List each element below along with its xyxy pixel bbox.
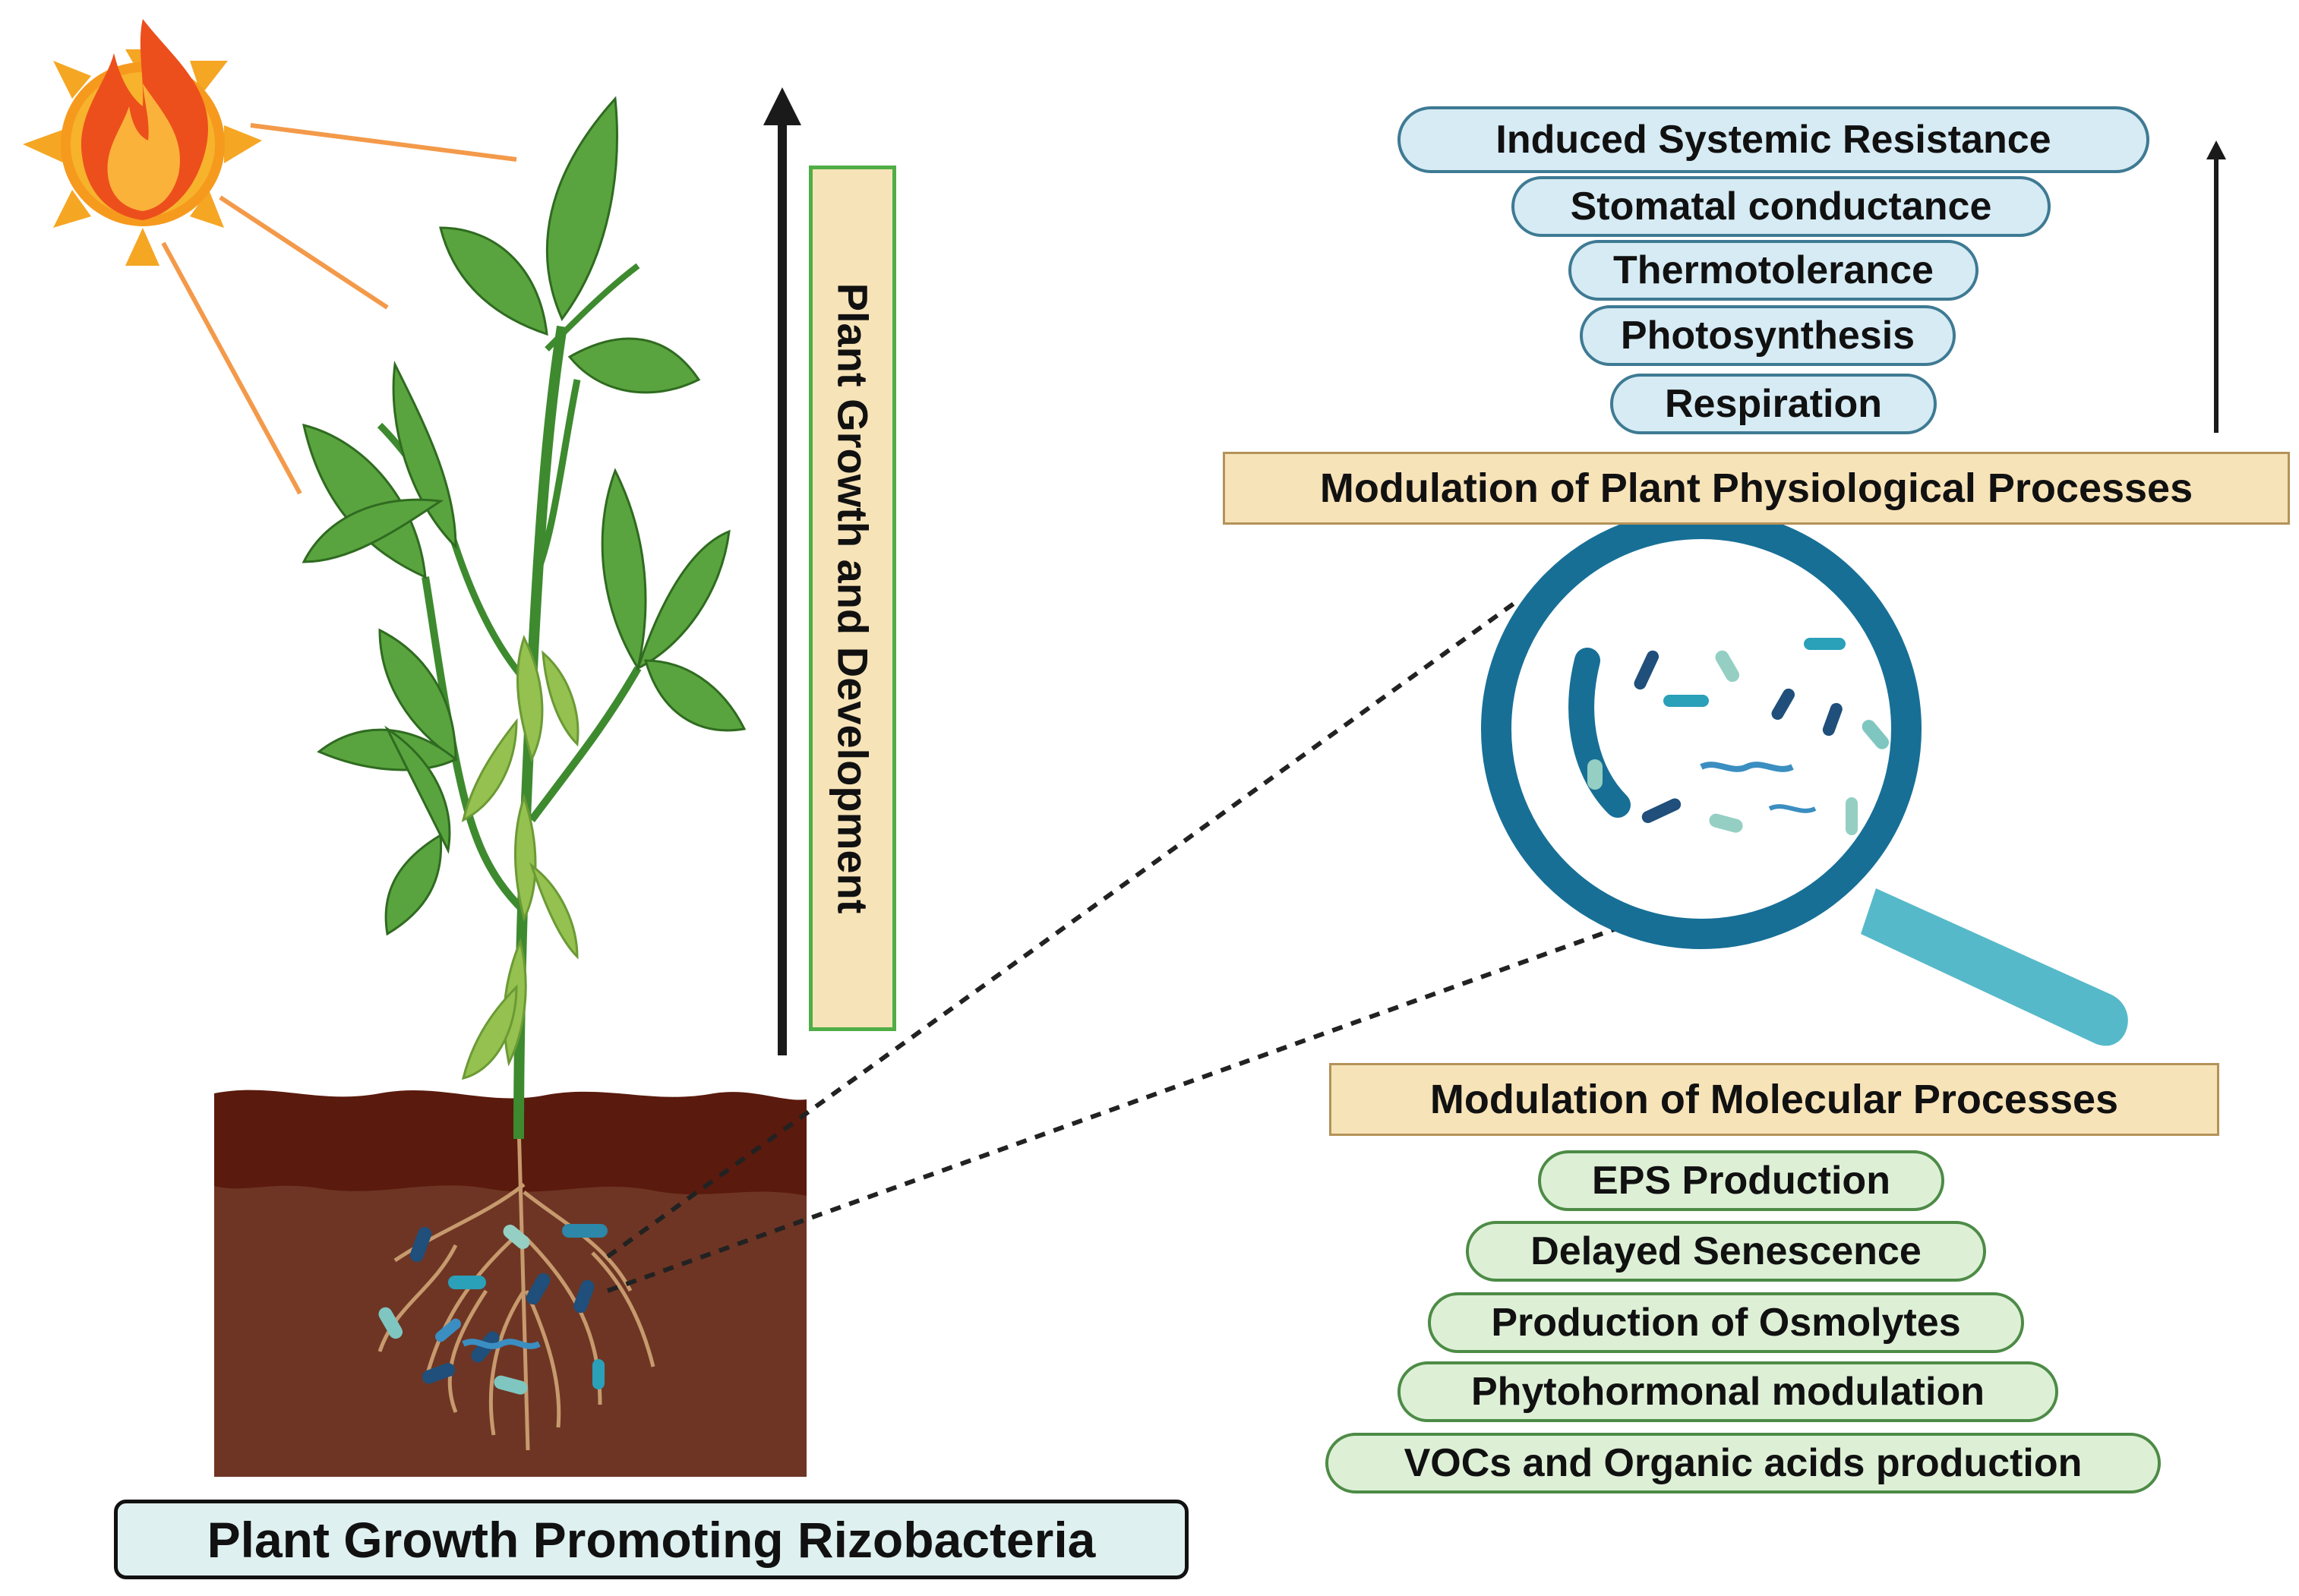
pgpr-title: Plant Growth Promoting Rizobacteria [114, 1500, 1189, 1579]
magnifier-icon [1481, 509, 2128, 1046]
molecular-item-vocs: VOCs and Organic acids production [1325, 1433, 2161, 1493]
molecular-item-senescence: Delayed Senescence [1466, 1221, 1986, 1282]
molecular-item-phytohormonal: Phytohormonal modulation [1397, 1361, 2058, 1422]
bacteria-icon [378, 1224, 608, 1395]
molecular-item-osmolytes: Production of Osmolytes [1428, 1292, 2024, 1353]
physio-item-thermotolerance: Thermotolerance [1568, 240, 1978, 301]
growth-development-text: Plant Growth and Development [829, 282, 876, 914]
physio-item-stomatal: Stomatal conductance [1511, 176, 2051, 237]
up-arrow-icon [2206, 140, 2226, 433]
molecular-banner: Modulation of Molecular Processes [1329, 1063, 2219, 1136]
soil-block [214, 1090, 807, 1477]
growth-development-label: Plant Growth and Development [809, 166, 896, 1031]
plant-icon [302, 96, 747, 1140]
up-arrow-icon [763, 87, 801, 1055]
physio-item-photosynthesis: Photosynthesis [1580, 305, 1956, 366]
zoom-lines [606, 598, 1688, 1293]
molecular-item-eps: EPS Production [1538, 1150, 1944, 1211]
physio-item-respiration: Respiration [1610, 374, 1937, 434]
physio-item-isr: Induced Systemic Resistance [1397, 106, 2149, 173]
sun-icon [23, 19, 517, 495]
physiological-banner: Modulation of Plant Physiological Proces… [1223, 452, 2290, 525]
